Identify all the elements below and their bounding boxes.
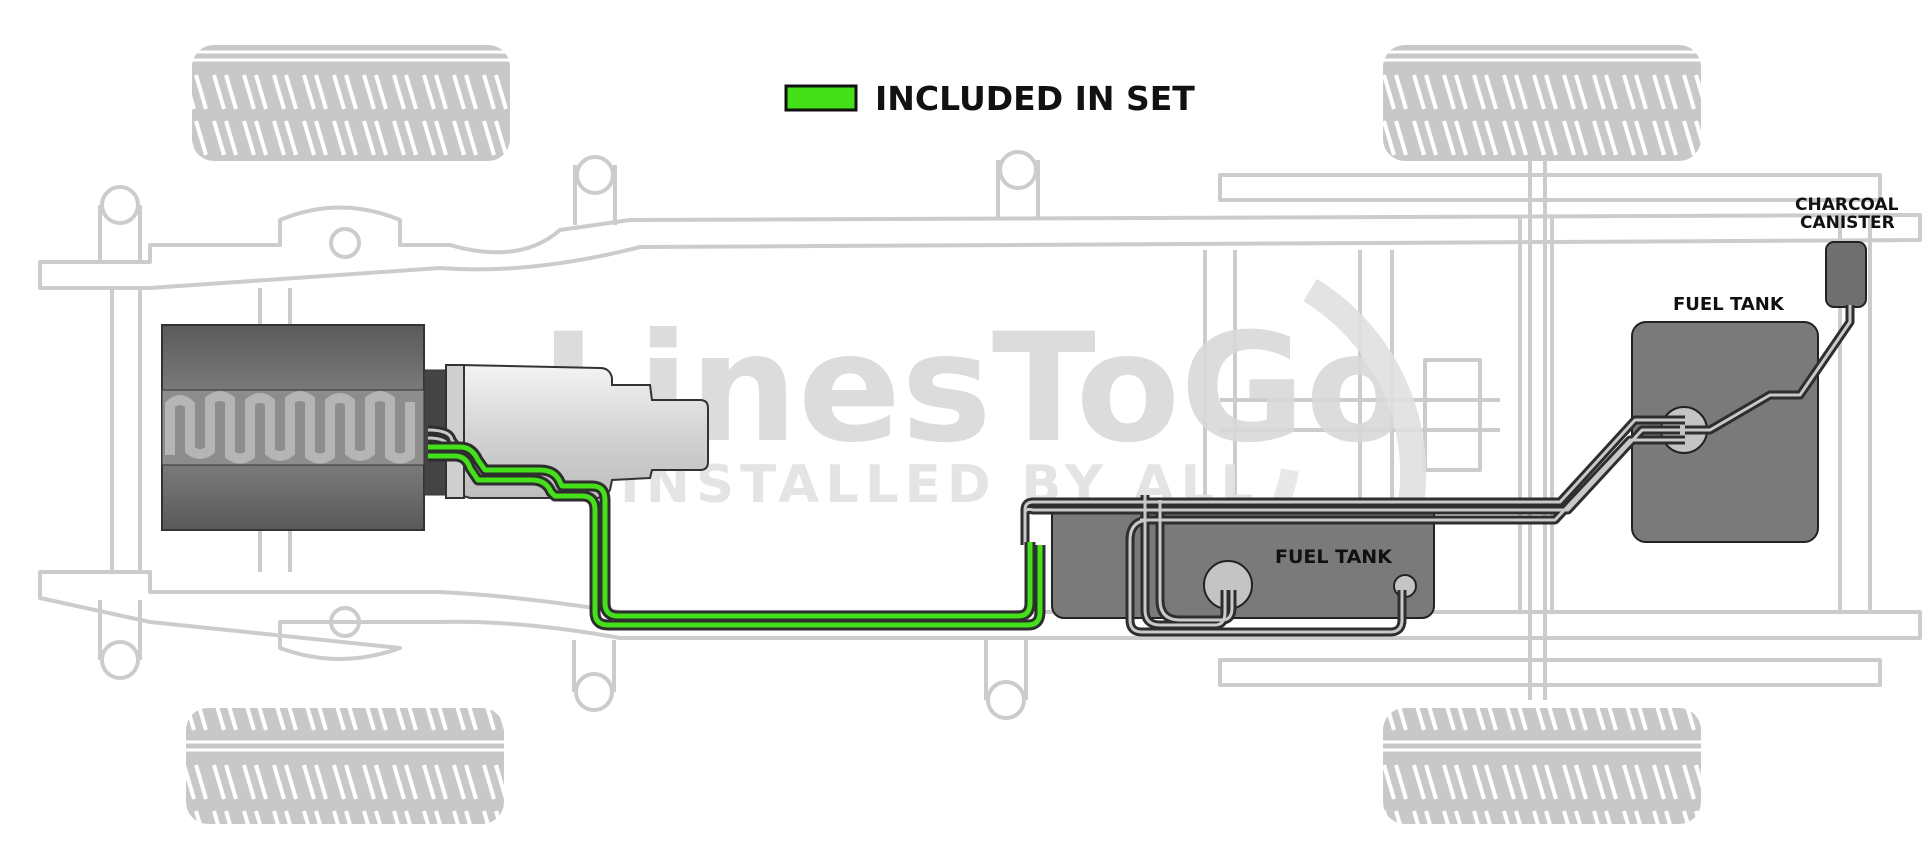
included-line-return	[428, 453, 1043, 628]
fuel-tank-rear-label: FUEL TANK	[1673, 294, 1785, 315]
legend: INCLUDED IN SET	[784, 79, 1195, 118]
existing-fuel-lines	[427, 305, 1855, 637]
tire-rear-right-icon	[1383, 708, 1701, 824]
charcoal-canister-label-1: CHARCOAL	[1795, 195, 1899, 215]
tire-front-left-icon	[192, 45, 510, 161]
tire-rear-left-icon	[1383, 45, 1701, 161]
engine-icon	[161, 324, 447, 531]
fuel-tank-main-label: FUEL TANK	[1275, 546, 1393, 568]
charcoal-canister-label-2: CANISTER	[1800, 213, 1895, 233]
charcoal-canister-icon	[1825, 241, 1867, 308]
tire-front-right-icon	[186, 708, 504, 824]
legend-label: INCLUDED IN SET	[875, 79, 1195, 118]
legend-swatch	[784, 84, 858, 112]
included-line-supply	[428, 444, 1033, 619]
included-fuel-lines	[428, 441, 1046, 631]
